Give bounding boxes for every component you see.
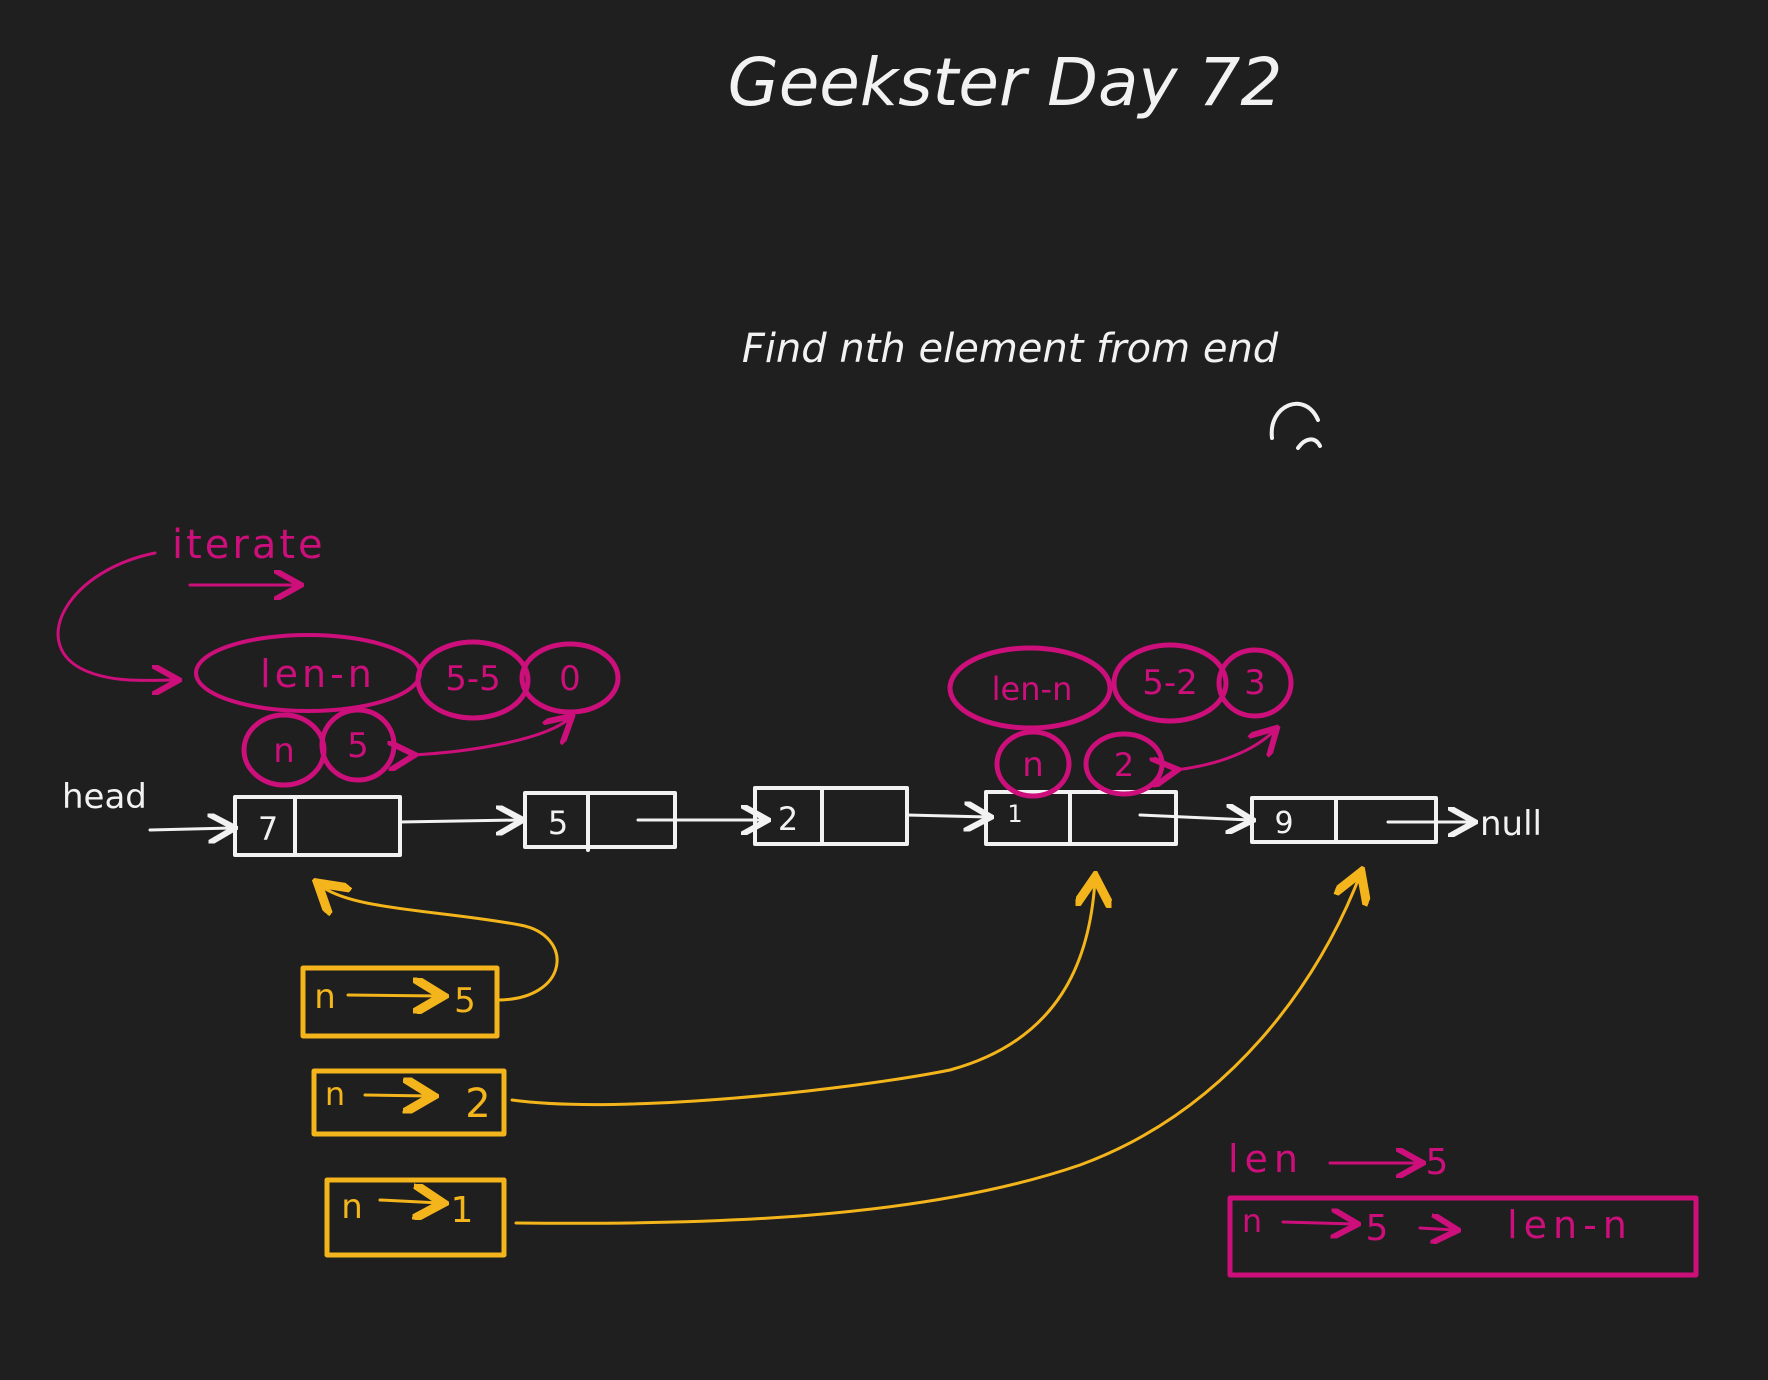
doodle-mark bbox=[1269, 401, 1322, 450]
node-1: 7 bbox=[233, 795, 402, 857]
node-value: 5 bbox=[548, 804, 568, 842]
link-arrow bbox=[905, 815, 988, 817]
left-bubbles: len-n 5-5 0 n 5 bbox=[194, 633, 621, 788]
node-4: 1 bbox=[984, 790, 1178, 846]
swap-arrow bbox=[1175, 730, 1275, 770]
formula-n: n bbox=[1242, 1202, 1262, 1240]
case-value: 1 bbox=[451, 1190, 474, 1231]
node-value: 7 bbox=[258, 810, 278, 848]
n-label: n bbox=[273, 731, 295, 771]
case-n: n bbox=[325, 1075, 345, 1113]
null-label: null bbox=[1480, 804, 1542, 844]
right-bubbles: len-n 5-2 3 n 2 bbox=[947, 642, 1294, 799]
case-box-1: n 5 bbox=[300, 965, 500, 1039]
head-arrow bbox=[148, 828, 232, 830]
formula-text: len-n bbox=[260, 652, 376, 696]
case-n: n bbox=[341, 1187, 363, 1227]
formula-value: 5 bbox=[1366, 1208, 1389, 1249]
calc-text: 5-2 bbox=[1142, 663, 1198, 703]
node-value: 2 bbox=[778, 800, 798, 838]
swap-arrow bbox=[412, 718, 570, 755]
result-text: 3 bbox=[1244, 663, 1266, 703]
summary-len-label: len bbox=[1228, 1137, 1304, 1181]
n-label: n bbox=[1022, 745, 1044, 785]
head-label: head bbox=[62, 777, 147, 817]
n-value: 5 bbox=[347, 726, 369, 766]
node-2: 5 bbox=[523, 791, 677, 852]
summary-formula-box: n 5 len-n bbox=[1227, 1195, 1699, 1278]
case-2-pointer bbox=[510, 880, 1095, 1107]
case-box-2: n 2 bbox=[311, 1068, 507, 1137]
case-1-pointer bbox=[320, 885, 559, 1002]
result-text: 0 bbox=[559, 659, 581, 699]
formula-text: len-n bbox=[992, 670, 1073, 708]
problem-subtitle: Find nth element from end bbox=[742, 326, 1279, 372]
case-3-pointer bbox=[514, 875, 1360, 1225]
node-value: 9 bbox=[1274, 806, 1293, 841]
formula-result: len-n bbox=[1507, 1203, 1633, 1247]
case-box-3: n 1 bbox=[324, 1177, 507, 1258]
node-5: 9 bbox=[1250, 796, 1438, 844]
iterate-loop-arrow bbox=[56, 551, 176, 680]
summary-len-value: 5 bbox=[1426, 1142, 1449, 1183]
page-title: Geekster Day 72 bbox=[728, 44, 1283, 121]
iterate-label: iterate bbox=[172, 522, 326, 568]
node-3: 2 bbox=[753, 786, 909, 846]
link-arrow bbox=[1138, 815, 1250, 820]
case-n: n bbox=[314, 977, 336, 1017]
case-value: 2 bbox=[465, 1081, 490, 1127]
case-value: 5 bbox=[454, 981, 476, 1021]
n-value: 2 bbox=[1114, 746, 1134, 784]
calc-text: 5-5 bbox=[445, 659, 501, 699]
node-value: 1 bbox=[1007, 800, 1022, 828]
link-arrow bbox=[398, 820, 520, 822]
